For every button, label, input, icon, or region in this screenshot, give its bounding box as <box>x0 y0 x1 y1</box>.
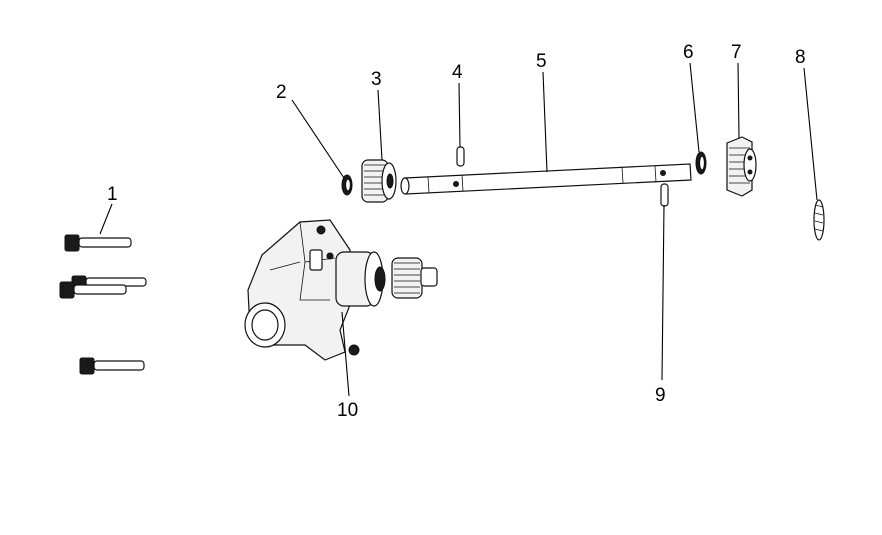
callout-5: 5 <box>536 51 547 72</box>
part-1-bolts <box>59 234 147 375</box>
part-3-gear <box>361 159 397 203</box>
bolt <box>59 281 127 299</box>
callout-6: 6 <box>683 42 694 63</box>
part-10-housing <box>244 219 438 361</box>
part-9-pin <box>660 183 669 207</box>
part-8-clip <box>813 199 825 241</box>
callout-2: 2 <box>276 82 287 103</box>
callout-1: 1 <box>107 184 118 205</box>
leader-lines <box>99 62 818 397</box>
callout-7: 7 <box>731 42 742 63</box>
part-2-ring <box>341 174 353 196</box>
part-4-pin <box>456 146 465 167</box>
callout-10: 10 <box>337 400 358 421</box>
part-5-shaft <box>400 163 692 195</box>
part-6-washer <box>695 151 707 175</box>
callout-3: 3 <box>371 69 382 90</box>
callout-4: 4 <box>452 62 463 83</box>
callout-labels: 1 2 3 4 5 6 7 8 9 10 <box>107 42 806 421</box>
callout-9: 9 <box>655 385 666 406</box>
bolt <box>64 234 132 252</box>
bolt <box>79 357 145 375</box>
part-7-gear <box>726 136 757 197</box>
callout-8: 8 <box>795 47 806 68</box>
